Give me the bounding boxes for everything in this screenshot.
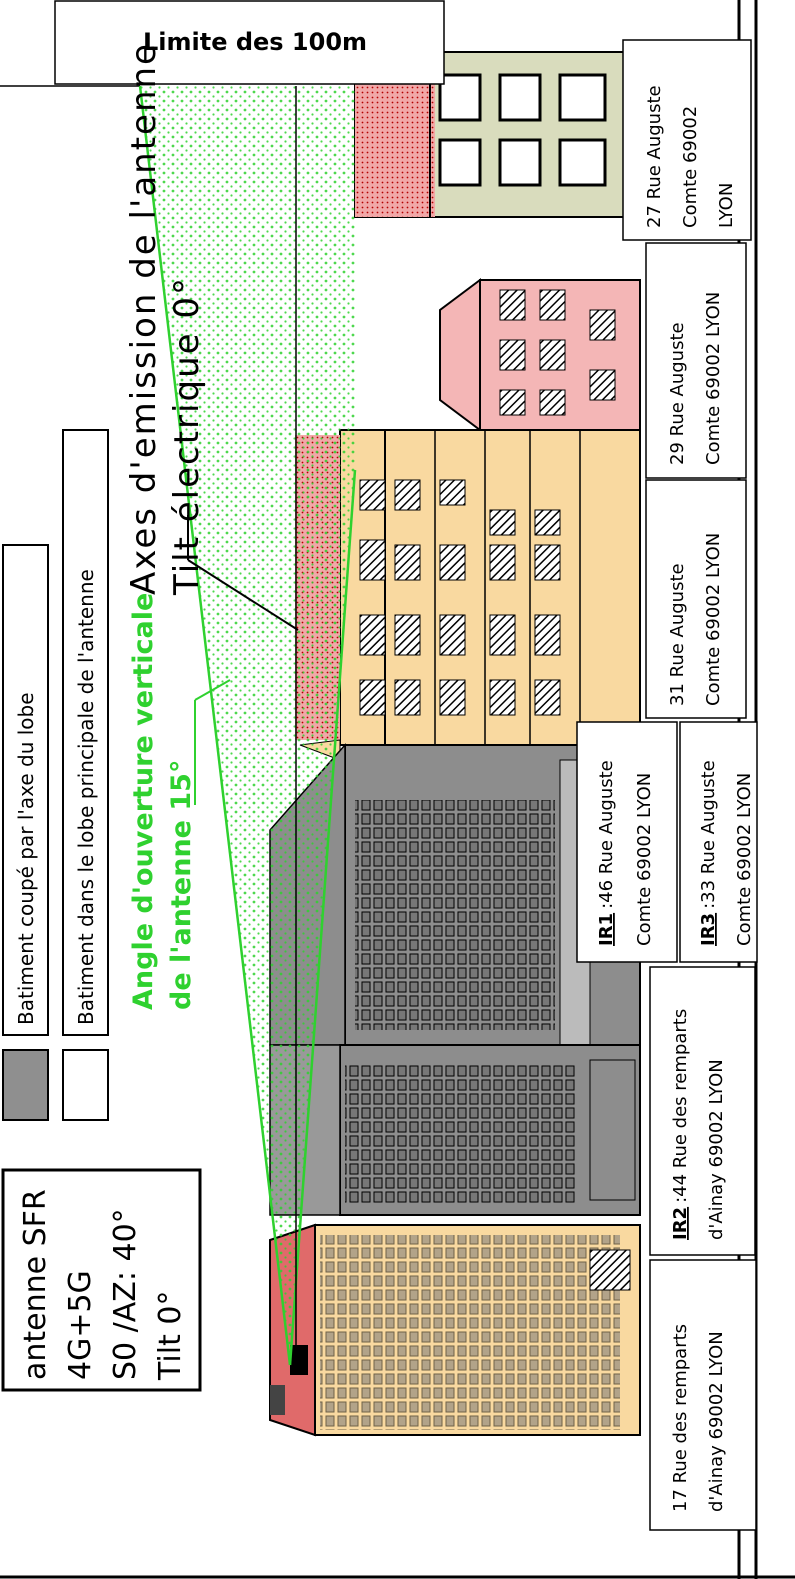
svg-text:IR3:33 Rue Auguste: IR3 :33 Rue Auguste <box>698 760 719 946</box>
aperture-leader <box>194 679 231 701</box>
aperture-line-1: Angle d'ouverture verticale <box>128 593 159 1010</box>
lobe-lower-edge <box>288 469 357 1366</box>
address-17-line-2: d'Ainay 69002 LYON <box>706 1331 727 1512</box>
address-ir2-prefix: IR2 <box>670 1207 691 1240</box>
antenna-info-box <box>1 1168 202 1392</box>
address-ir2-line-2: d'Ainay 69002 LYON <box>706 1059 727 1240</box>
legend-lobe-label: Batiment dans le lobe principale de l'an… <box>74 569 98 1025</box>
address-box-ir2 <box>649 966 756 1256</box>
svg-text:IR1:46 Rue Auguste: IR1 :46 Rue Auguste <box>596 760 617 946</box>
address-box-ir3 <box>679 721 758 963</box>
limit-label: Limite des 100m <box>143 28 367 56</box>
antenna-info-line-4: Tilt 0° <box>153 1291 188 1381</box>
address-ir1-prefix: IR1 <box>596 913 617 946</box>
address-27-line-1: 27 Rue Auguste <box>644 85 665 228</box>
address-31-line-1: 31 Rue Auguste <box>667 563 688 706</box>
legend-swatch-lobe <box>62 1049 109 1121</box>
address-29-line-1: 29 Rue Auguste <box>667 322 688 465</box>
building-31 <box>295 429 641 761</box>
emission-axis-line-1: Axes d'emission de l'antenne <box>124 42 164 595</box>
antenna-info-line-3: S0 /AZ: 40° <box>108 1208 143 1380</box>
address-17-line-1: 17 Rue des remparts <box>670 1324 691 1512</box>
antenna-info-line-2: 4G+5G <box>63 1270 98 1380</box>
address-box-31 <box>645 479 747 719</box>
address-ir1-line-2: Comte 69002 LYON <box>634 773 655 946</box>
emission-axis-line-2: Tilt électrique 0° <box>167 276 207 596</box>
address-31-line-2: Comte 69002 LYON <box>703 533 724 706</box>
limit-box <box>54 0 445 85</box>
legend-swatch-cut <box>2 1049 49 1121</box>
antenna-info-line-1: antenne SFR <box>18 1189 53 1380</box>
svg-text:IR2:44 Rue des remparts: IR2 :44 Rue des remparts <box>670 1009 691 1240</box>
aperture-line-2: de l'antenne 15° <box>166 760 197 1010</box>
address-box-17 <box>649 1259 757 1531</box>
address-ir1-line-1: :46 Rue Auguste <box>596 760 617 909</box>
antenna-lobe <box>140 86 355 1365</box>
axis-leader-2 <box>187 559 299 631</box>
address-box-ir1 <box>576 721 678 963</box>
address-box-27 <box>622 39 752 241</box>
address-29-line-2: Comte 69002 LYON <box>703 292 724 465</box>
legend-box-lobe <box>62 429 109 1036</box>
legend-cut-label: Batiment coupé par l'axe du lobe <box>14 692 38 1025</box>
legend-box-cut <box>2 544 49 1036</box>
building-17 <box>269 1223 641 1437</box>
address-27-line-2: Comte 69002 <box>680 106 701 228</box>
address-box-29 <box>645 242 747 479</box>
address-ir3-prefix: IR3 <box>698 913 719 946</box>
building-29 <box>439 278 641 432</box>
address-ir2-line-1: :44 Rue des remparts <box>670 1009 691 1203</box>
address-ir3-line-1: :33 Rue Auguste <box>698 760 719 909</box>
lobe-upper-edge <box>138 85 292 1366</box>
building-ir2 <box>269 1044 641 1216</box>
address-27-line-3: LYON <box>716 183 737 228</box>
address-ir3-line-2: Comte 69002 LYON <box>734 773 755 946</box>
